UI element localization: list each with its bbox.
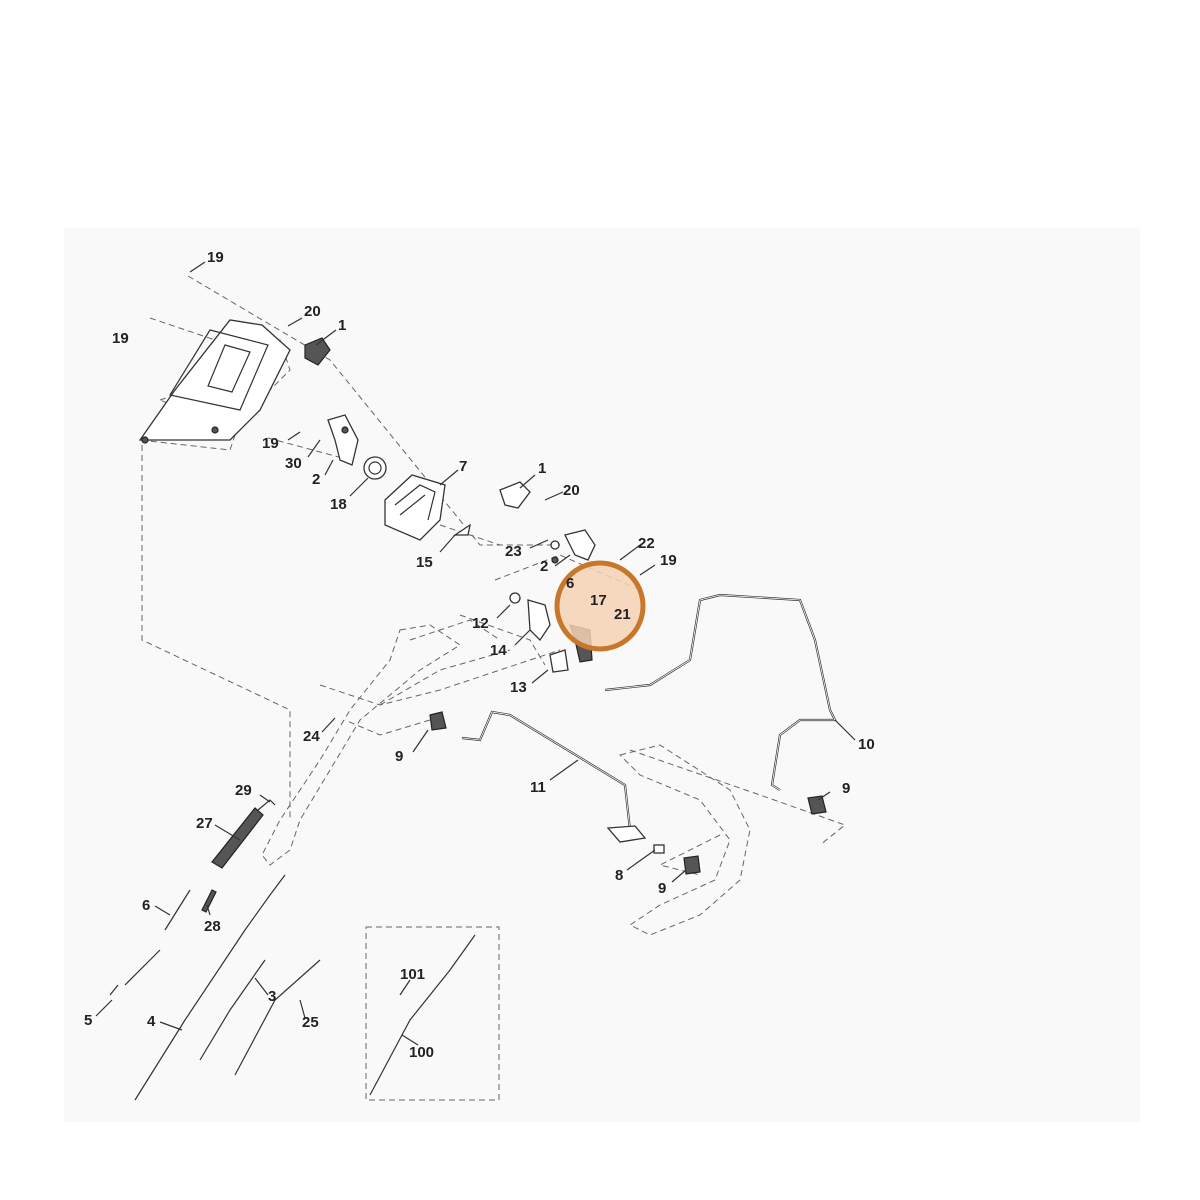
part-label: 3 (268, 988, 276, 1005)
housing-7-icon (384, 474, 446, 541)
cables (109, 874, 476, 1101)
bushing-9-icon (429, 711, 827, 875)
part-label: 5 (84, 1012, 92, 1029)
part-label: 24 (303, 728, 320, 745)
part-label: 13 (510, 679, 527, 696)
part-label: 25 (302, 1014, 319, 1031)
spring-28-icon (201, 889, 217, 913)
part-label: 22 (638, 535, 655, 552)
part-label: 19 (112, 330, 129, 347)
part-label: 18 (330, 496, 347, 513)
part-label: 6 (566, 575, 574, 592)
knob-1-icon (304, 337, 331, 366)
part-label: 23 (505, 543, 522, 560)
bail-10-icon (604, 593, 837, 791)
spring-27-icon (211, 799, 276, 869)
part-label: 9 (658, 880, 666, 897)
part-label: 100 (409, 1044, 434, 1061)
handle-console (138, 319, 291, 444)
part-label: 19 (207, 249, 224, 266)
part-label: 9 (395, 748, 403, 765)
part-label: 15 (416, 554, 433, 571)
inset-box (365, 926, 500, 1101)
part-label: 8 (615, 867, 623, 884)
part-label: 2 (540, 558, 548, 575)
part-label: 2 (312, 471, 320, 488)
assembly-guides (141, 275, 847, 876)
part-label: 20 (304, 303, 321, 320)
part-label: 9 (842, 780, 850, 797)
part-labels: 19 19 20 1 19 30 2 18 7 15 1 20 23 22 2 … (84, 249, 875, 1061)
part-label: 1 (538, 460, 546, 477)
lever-2b-icon (550, 529, 596, 564)
part-label: 30 (285, 455, 302, 472)
pin-8-icon (653, 844, 665, 854)
part-label: 28 (204, 918, 221, 935)
part-label: 20 (563, 482, 580, 499)
ring-18-icon (363, 456, 387, 480)
part-label: 12 (472, 615, 489, 632)
part-label: 19 (660, 552, 677, 569)
highlight-circle (554, 560, 646, 652)
part-label: 21 (614, 606, 631, 623)
part-label: 19 (262, 435, 279, 452)
bail-11-icon (461, 710, 647, 843)
clip-15-icon (452, 523, 471, 536)
part-label: 1 (338, 317, 346, 334)
part-label: 7 (459, 458, 467, 475)
part-label: 101 (400, 966, 425, 983)
leader-lines (95, 261, 856, 1046)
part-label: 17 (590, 592, 607, 609)
part-label: 29 (235, 782, 252, 799)
lever-2-icon (327, 414, 359, 466)
knob-1b-icon (499, 481, 531, 509)
part-label: 11 (530, 779, 546, 796)
part-label: 6 (142, 897, 150, 914)
bracket-13-icon (549, 649, 569, 673)
part-label: 10 (858, 736, 875, 753)
part-label: 4 (147, 1013, 156, 1030)
part-label: 27 (196, 815, 213, 832)
part-label: 14 (490, 642, 507, 659)
